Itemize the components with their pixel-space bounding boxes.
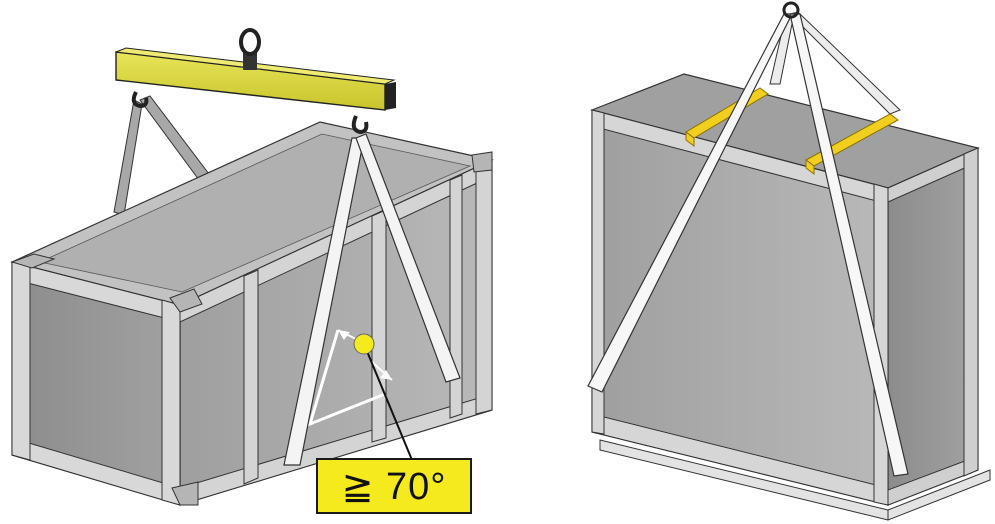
right-crate-skid — [599, 439, 991, 521]
left-illustration — [10, 28, 494, 506]
right-illustration — [587, 1, 991, 521]
angle-callout-label: ≧ 70° — [316, 458, 472, 514]
right-crate-side-frame — [887, 147, 979, 506]
right-back-sling — [769, 11, 901, 115]
right-crate-front-frame — [591, 109, 889, 506]
ring-eye-icon — [782, 1, 800, 19]
left-crate-corners — [10, 151, 493, 506]
hook-icon — [131, 91, 369, 135]
ring-eye-icon — [239, 28, 261, 70]
yellow-dot-marker — [353, 333, 375, 355]
left-front-sling — [283, 133, 461, 466]
sling-angle-marking — [307, 329, 393, 427]
left-back-sling — [113, 95, 213, 216]
left-crate-end-frame — [11, 261, 181, 506]
callout-leader-line — [363, 343, 413, 461]
